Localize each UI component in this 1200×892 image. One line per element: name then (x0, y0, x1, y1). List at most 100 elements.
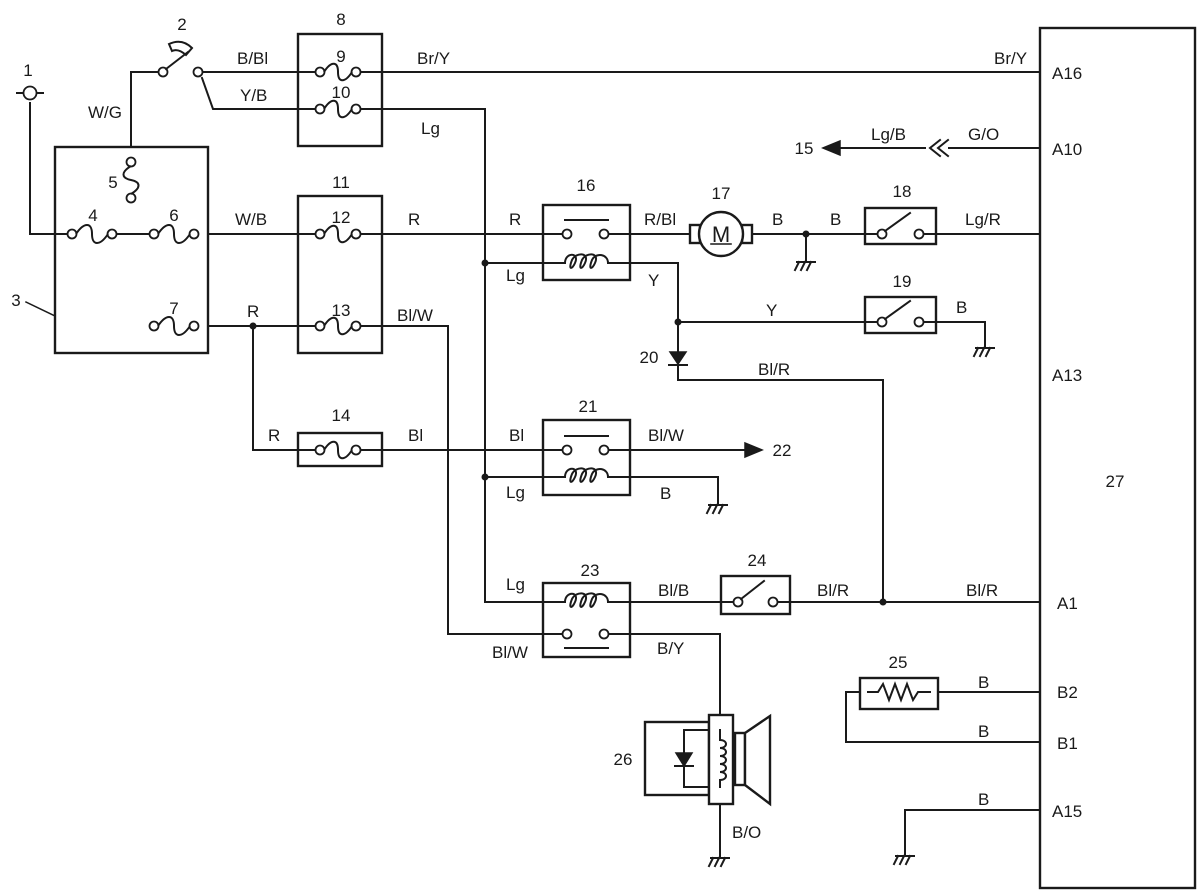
wire-labels: B/Bl Br/Y Br/Y W/G Y/B Lg Lg/B G/O W/B R… (88, 49, 1027, 842)
wire-label: Y (648, 271, 659, 290)
callout-8: 8 (336, 10, 345, 29)
callout-17: 17 (712, 184, 731, 203)
wire-by-horn (629, 633, 721, 716)
ground-icon (707, 856, 730, 868)
pin-label-a15: A15 (1052, 802, 1082, 821)
wire-label: B/O (732, 823, 761, 842)
wire-relay21-ground (629, 476, 719, 506)
horn-icon (643, 713, 772, 807)
wire-a15-ground (904, 809, 1041, 857)
callout-15: 15 (795, 139, 814, 158)
fuse-icon (54, 224, 132, 244)
callout-10: 10 (332, 83, 351, 102)
motor-letter: M (712, 222, 730, 247)
wire-ignition-feed (130, 71, 161, 148)
ignition-switch-icon (157, 40, 204, 78)
wire-label: Bl (408, 426, 423, 445)
switch-icon (863, 206, 938, 246)
wire-label: Bl/W (492, 643, 528, 662)
callout-26: 26 (614, 750, 633, 769)
fuse-icon (297, 224, 383, 244)
fuse-icon (297, 440, 383, 460)
wire-label: B (978, 790, 989, 809)
pin-label-b2: B2 (1057, 683, 1078, 702)
fuse-icon (297, 99, 383, 119)
junction-dot (481, 473, 489, 481)
wire-label: Lg/B (871, 125, 906, 144)
diode-icon (668, 351, 688, 366)
wire-resistor-b1 (845, 691, 1041, 743)
connector-chevron-icon (926, 138, 950, 158)
ground-icon (892, 854, 915, 866)
callout-9: 9 (336, 47, 345, 66)
callout-23: 23 (581, 561, 600, 580)
wire-label: Bl/R (966, 581, 998, 600)
wire-label: Bl/W (397, 306, 433, 325)
callout-6: 6 (169, 206, 178, 225)
wire-lg-bus (381, 108, 544, 603)
control-module (1038, 26, 1197, 890)
wire-blw-relay23 (381, 325, 544, 635)
junction-dot (481, 259, 489, 267)
wire-label: Y/B (240, 86, 267, 105)
callout-16: 16 (577, 176, 596, 195)
pin-label-a1: A1 (1057, 594, 1078, 613)
callout-7: 7 (169, 299, 178, 318)
callout-3: 3 (11, 291, 20, 310)
callout-20: 20 (640, 348, 659, 367)
fuse-icon (297, 316, 383, 336)
wire-switch19-ground (935, 321, 986, 349)
callout-14: 14 (332, 406, 351, 425)
wire-label: R (408, 210, 420, 229)
wire-battery-feed (29, 102, 56, 235)
callout-19: 19 (893, 272, 912, 291)
wire-blr-diode (677, 365, 884, 603)
wire-label: B/Bl (237, 49, 268, 68)
wire-label: Br/Y (417, 49, 450, 68)
wire-label: B (956, 298, 967, 317)
arrow-left-icon (821, 139, 841, 157)
callout-2: 2 (177, 15, 186, 34)
callout-25: 25 (889, 653, 908, 672)
wire-label: W/G (88, 103, 122, 122)
ground-icon (705, 503, 728, 515)
callout-21: 21 (579, 397, 598, 416)
wire-label: B (978, 673, 989, 692)
pin-labels: A16 A10 A13 A1 B2 B1 A15 (1052, 64, 1082, 821)
fuse-icon (130, 224, 200, 244)
arrow-right-icon (744, 441, 764, 459)
pin-label-a16: A16 (1052, 64, 1082, 83)
wire-label: Bl/R (817, 581, 849, 600)
callout-22: 22 (773, 441, 792, 460)
callout-11: 11 (332, 173, 350, 192)
relay-icon (541, 203, 632, 282)
callout-1: 1 (23, 61, 32, 80)
wire-label: Lg (421, 119, 440, 138)
switch-icon (863, 295, 938, 335)
relay-icon (541, 418, 632, 497)
fuse-block (296, 32, 384, 148)
wire-label: Lg (506, 483, 525, 502)
wire-label: B (772, 210, 783, 229)
wire-yb (200, 76, 299, 110)
junction-dot (249, 322, 257, 330)
wire-label: Br/Y (994, 49, 1027, 68)
wire-label: B/Y (657, 639, 684, 658)
callout-24: 24 (748, 551, 767, 570)
wire-label: R (268, 426, 280, 445)
relay-icon (541, 581, 632, 659)
motor-icon: M (688, 210, 754, 258)
wire-label: G/O (968, 125, 999, 144)
wire-label: Bl/B (658, 581, 689, 600)
callout-12: 12 (332, 208, 351, 227)
junction-dot (674, 318, 682, 326)
wire-label: Lg (506, 575, 525, 594)
wire-label: R/Bl (644, 210, 676, 229)
pin-label-b1: B1 (1057, 734, 1078, 753)
callout-4: 4 (88, 206, 97, 225)
wire-label: B (978, 722, 989, 741)
fuse-icon (148, 316, 200, 336)
wire-label: Lg/R (965, 210, 1001, 229)
callout-27: 27 (1106, 472, 1125, 491)
